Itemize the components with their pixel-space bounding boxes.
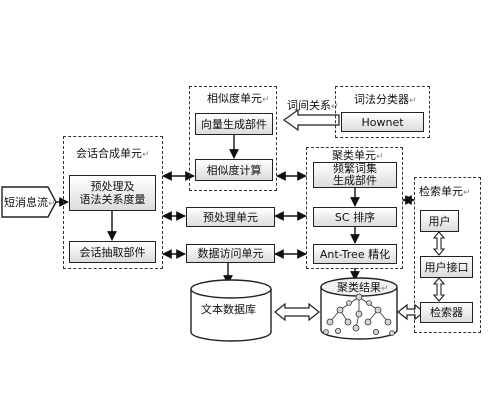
ant-tree-refine-box: Ant-Tree 精化: [313, 244, 397, 264]
arrow-user-interface: [432, 231, 446, 256]
short-message-stream-label: 短消息流↵: [4, 196, 56, 209]
input-arrow-shape: [1, 186, 57, 218]
cluster-result-label: 聚类结果↵: [337, 281, 389, 294]
cluster-unit-title: 聚类单元↵: [332, 149, 384, 162]
arrow-interface-retriever: [432, 277, 446, 302]
similarity-unit-title: 相似度单元↵: [207, 92, 270, 105]
frequent-itemset-box: 频繁词集 生成部件: [313, 162, 397, 188]
retriever-box: 检索器: [420, 302, 473, 323]
retrieval-unit-title: 检索单元↵: [419, 185, 471, 198]
sc-sort-box: SC 排序: [313, 207, 397, 227]
cluster-result-cylinder: [320, 277, 398, 340]
similarity-unit: [189, 86, 277, 191]
session-extract-box: 会话抽取部件: [69, 241, 156, 263]
lexical-classifier-title: 词法分类器↵: [354, 93, 417, 106]
text-database-cylinder: [190, 279, 272, 342]
arrow-hownet-to-vector: [282, 108, 340, 132]
retrieval-unit: [414, 177, 481, 333]
hownet-box: Hownet: [341, 112, 424, 132]
user-box: 用户: [420, 210, 459, 232]
session-synthesis-unit: [63, 136, 163, 269]
cluster-tree-graphic: [323, 293, 395, 336]
similarity-calc-box: 相似度计算: [195, 159, 273, 181]
text-database-label: 文本数据库: [201, 303, 256, 316]
user-interface-box: 用户接口: [420, 256, 473, 278]
preprocess-syntax-box: 预处理及 语法关系度量: [69, 175, 156, 211]
word-relation-label: 词间关系↵: [287, 99, 339, 112]
preprocess-unit-box: 预处理单元: [186, 207, 275, 227]
data-access-unit-box: 数据访问单元: [186, 244, 275, 263]
arrow-textdb-result: [274, 302, 320, 322]
cluster-unit: [306, 147, 403, 269]
lexical-classifier-unit: [335, 86, 430, 138]
vector-generation-box: 向量生成部件: [195, 113, 273, 135]
session-unit-title: 会话合成单元↵: [76, 147, 150, 160]
